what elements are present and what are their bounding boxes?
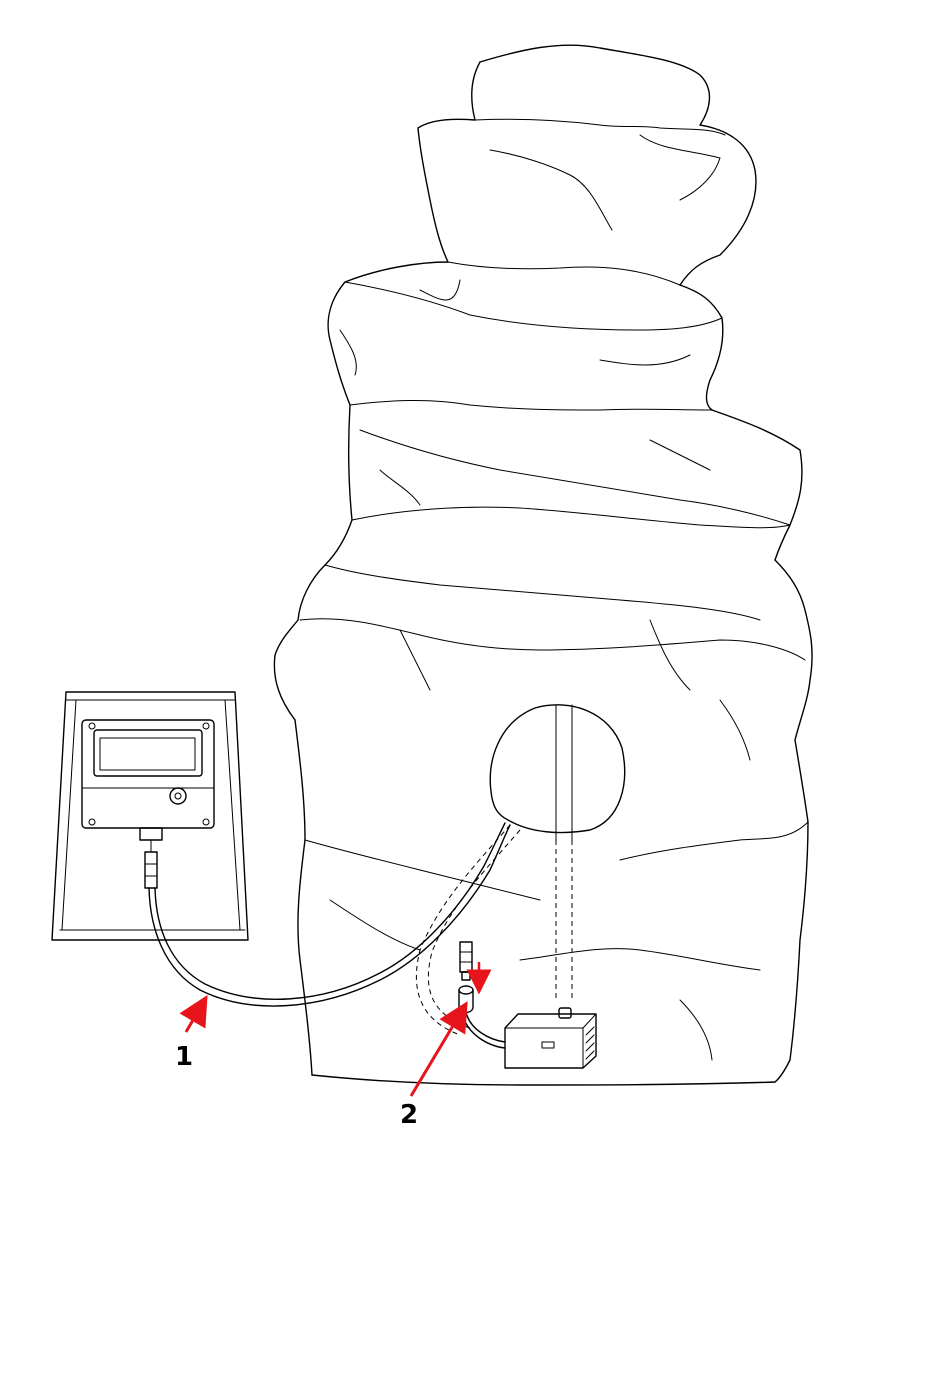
callout-1-arrow <box>186 1008 200 1032</box>
pump <box>505 1008 596 1068</box>
connector-plug <box>460 942 472 980</box>
callout-1-label: 1 <box>175 1042 193 1072</box>
callout-2: 2 <box>400 1014 460 1130</box>
solar-cable <box>145 823 510 1006</box>
rock-fountain <box>274 45 812 1085</box>
callout-1: 1 <box>175 1008 200 1072</box>
callout-2-label: 2 <box>400 1100 418 1130</box>
connector-socket <box>459 986 505 1048</box>
